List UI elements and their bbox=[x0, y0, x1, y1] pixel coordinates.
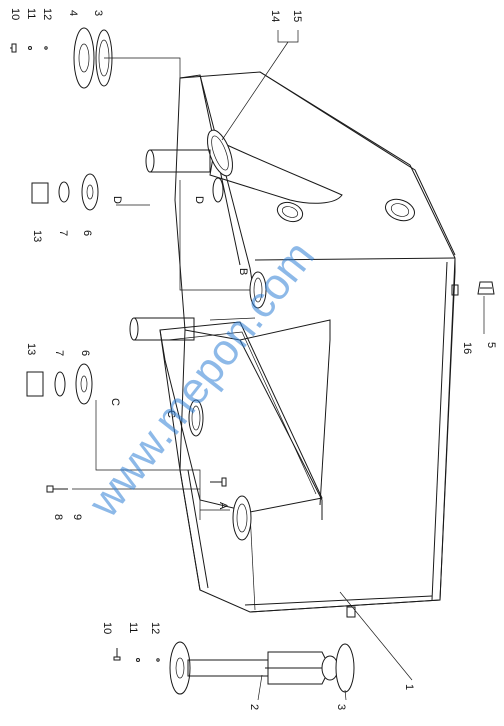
pipe-stub-upper bbox=[145, 149, 211, 173]
callout-7-lower: 7 bbox=[53, 350, 65, 356]
port-letter-c-side: C bbox=[109, 398, 121, 406]
callout-11-lower: 11 bbox=[127, 622, 139, 633]
screw-set-lower bbox=[113, 648, 160, 662]
watermark: www.mepon.com bbox=[79, 232, 324, 527]
gasket-7-upper bbox=[58, 181, 70, 203]
screw-set-upper bbox=[10, 43, 48, 53]
port-letter-c-top: C bbox=[165, 410, 177, 418]
gasket-7-lower bbox=[54, 371, 66, 397]
callout-15: 15 bbox=[291, 10, 303, 22]
callout-8: 8 bbox=[52, 514, 64, 520]
callout-14: 14 bbox=[269, 10, 281, 22]
cap-13-lower bbox=[26, 371, 44, 397]
callout-12-upper: 12 bbox=[41, 8, 53, 20]
port-d bbox=[212, 177, 224, 203]
callout-11-upper: 11 bbox=[25, 8, 37, 19]
filler-neck bbox=[207, 129, 343, 204]
pipe-stub-lower bbox=[129, 317, 195, 341]
side-port-upper bbox=[276, 201, 304, 223]
callout-labels: 10 11 12 4 3 14 15 13 7 6 13 7 6 8 9 10 … bbox=[9, 8, 497, 710]
callout-2: 2 bbox=[248, 704, 260, 710]
callout-12-lower: 12 bbox=[149, 622, 161, 634]
callout-4: 4 bbox=[67, 10, 79, 16]
sender-unit bbox=[169, 641, 355, 695]
port-letter-d-side: D bbox=[111, 196, 123, 204]
callout-9: 9 bbox=[71, 514, 83, 520]
port-letter-a: A bbox=[217, 502, 229, 510]
callout-10-lower: 10 bbox=[101, 622, 113, 634]
drain-plug bbox=[477, 281, 495, 295]
callout-5: 5 bbox=[485, 342, 497, 348]
top-plate-screw bbox=[210, 477, 227, 487]
port-b bbox=[249, 271, 267, 309]
callout-10-upper: 10 bbox=[9, 8, 21, 20]
flange-4 bbox=[73, 27, 95, 89]
flange-6-lower bbox=[75, 363, 93, 405]
callout-1: 1 bbox=[403, 684, 415, 690]
callout-13-lower: 13 bbox=[25, 343, 37, 355]
callout-6-upper: 6 bbox=[81, 230, 93, 236]
callout-7-upper: 7 bbox=[57, 230, 69, 236]
callout-3-upper: 3 bbox=[92, 10, 104, 16]
callout-16: 16 bbox=[461, 342, 473, 354]
port-a bbox=[232, 495, 252, 541]
callout-13-upper: 13 bbox=[31, 230, 43, 242]
callout-3-lower: 3 bbox=[335, 704, 347, 710]
port-letters: D C D B C A bbox=[109, 196, 249, 510]
bolt-8-9 bbox=[46, 485, 68, 493]
callout-6-lower: 6 bbox=[79, 350, 91, 356]
port-letter-b: B bbox=[237, 268, 249, 275]
cap-13-upper bbox=[31, 182, 49, 204]
flange-6-upper bbox=[81, 173, 99, 211]
side-port-lower bbox=[384, 198, 416, 222]
leader-lines bbox=[72, 30, 485, 701]
port-letter-d-top: D bbox=[193, 196, 205, 204]
port-c bbox=[188, 399, 204, 437]
